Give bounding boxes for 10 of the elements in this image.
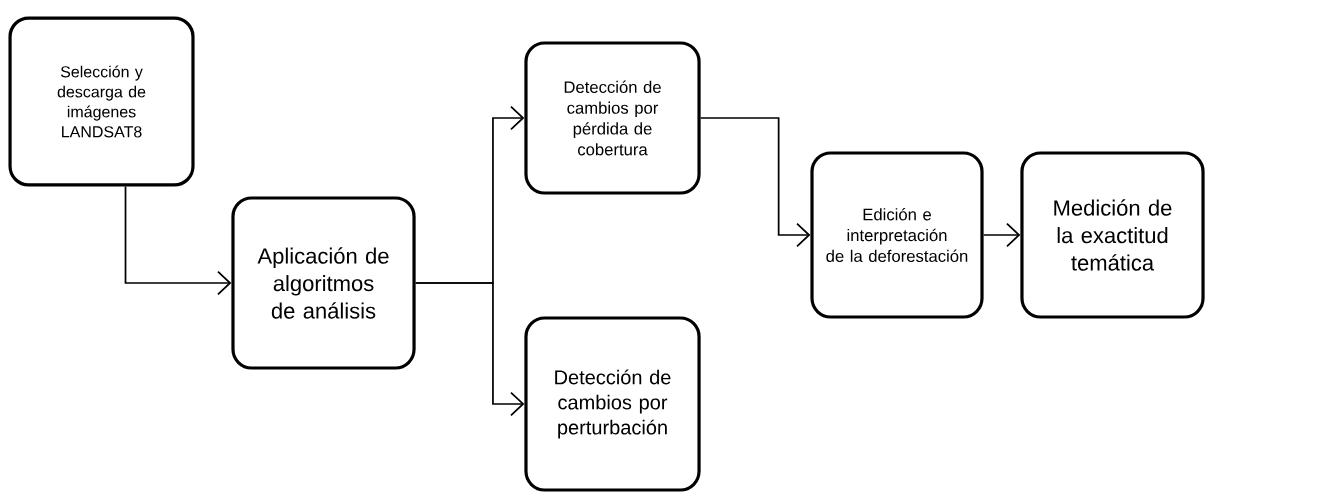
- process-box: Detección de cambios por perturbación: [524, 316, 701, 492]
- process-box: Aplicación de algoritmos de análisis: [231, 196, 416, 370]
- process-box: Edición e interpretación de la deforestación: [810, 151, 984, 319]
- process-box: Detección de cambios por pérdida de cobertura: [524, 41, 701, 195]
- process-box: Selección y descarga de imágenes LANDSAT8: [8, 16, 195, 187]
- process-box: Medición de la exactitud temática: [1020, 151, 1205, 319]
- arrow: [699, 117, 811, 248]
- arrow: [982, 222, 1021, 248]
- arrow: [124, 185, 232, 296]
- arrow: [414, 282, 525, 417]
